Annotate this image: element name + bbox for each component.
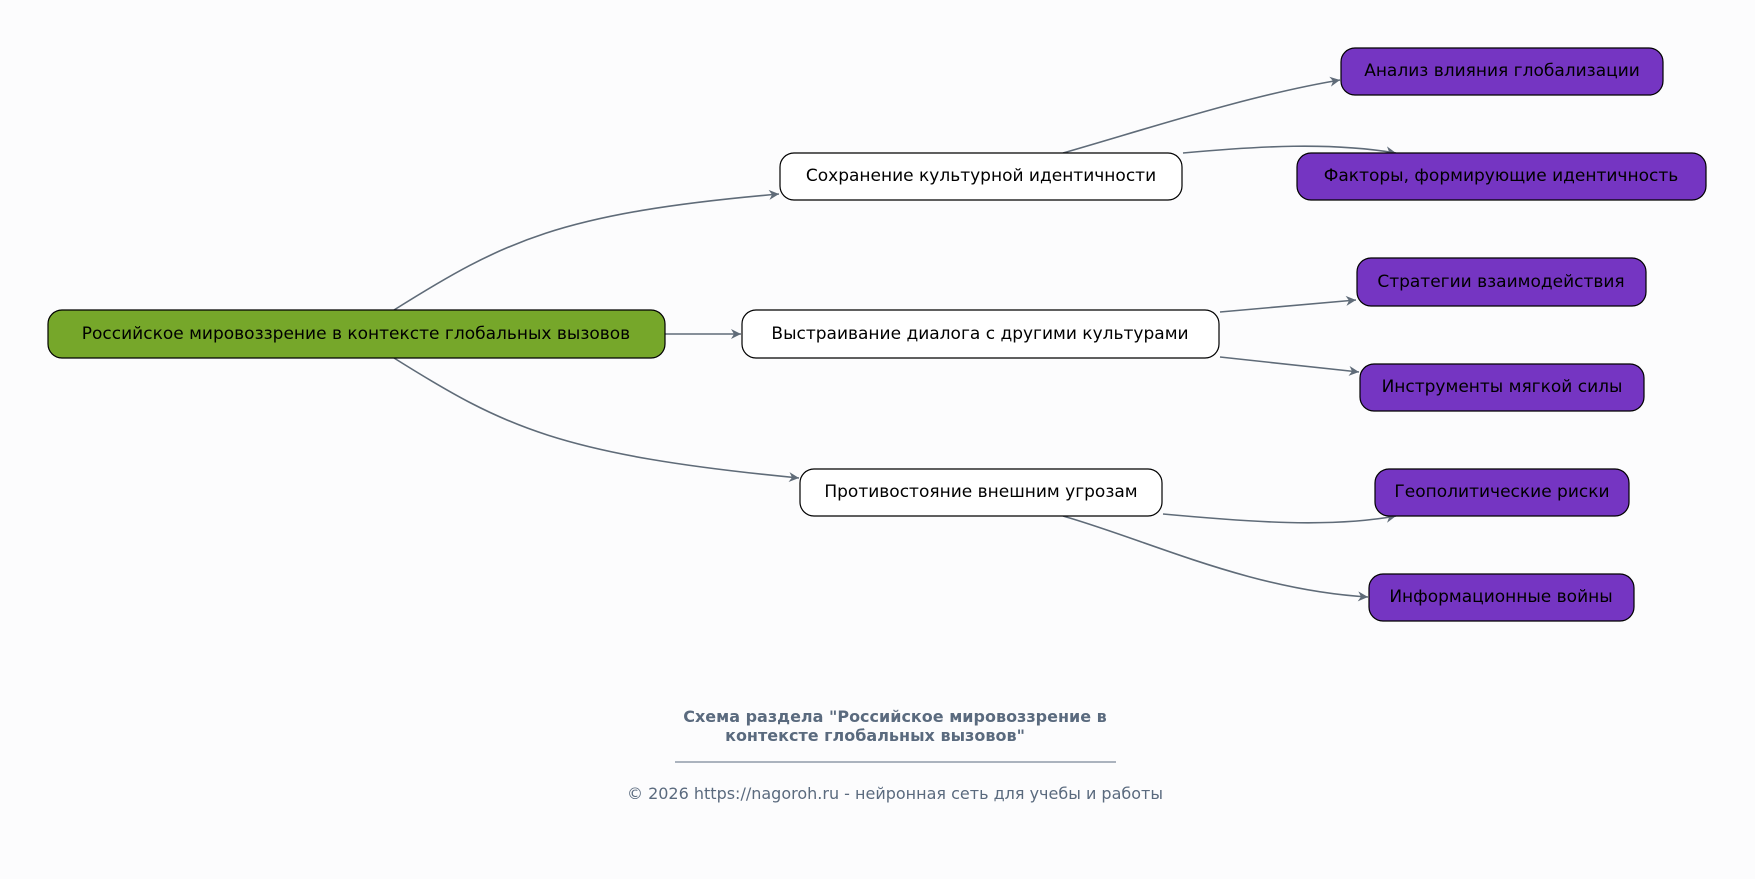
leaf-node[interactable]: Геополитические риски — [1374, 468, 1630, 517]
edge-branch-3-to-leaf-1 — [1162, 512, 1397, 524]
branch-node-label: Противостояние внешним угрозам — [824, 482, 1137, 502]
branch-node-label: Выстраивание диалога с другими культурам… — [771, 324, 1188, 344]
footer-copyright: © 2026 https://nagoroh.ru - нейронная се… — [627, 784, 1163, 803]
leaf-node-label: Информационные войны — [1389, 587, 1612, 607]
branch-node-2[interactable]: Выстраивание диалога с другими культурам… — [741, 309, 1220, 359]
leaf-node[interactable]: Инструменты мягкой силы — [1359, 363, 1645, 412]
leaf-node-label: Стратегии взаимодействия — [1377, 272, 1624, 292]
edge-root-to-branch-3 — [393, 357, 800, 483]
leaf-node[interactable]: Анализ влияния глобализации — [1340, 47, 1664, 96]
footer-title-line-1: Схема раздела "Российское мировоззрение … — [683, 707, 1107, 726]
leaf-node[interactable]: Факторы, формирующие идентичность — [1296, 152, 1707, 201]
edge-branch-1-to-leaf-2 — [1182, 145, 1397, 157]
edge-branch-3-to-leaf-2 — [1062, 515, 1369, 602]
leaf-node[interactable]: Информационные войны — [1368, 573, 1635, 622]
leaf-node-label: Анализ влияния глобализации — [1364, 61, 1640, 81]
root-node[interactable]: Российское мировоззрение в контексте гло… — [47, 309, 666, 359]
edge-branch-1-to-leaf-1 — [1062, 76, 1341, 154]
leaf-node-label: Инструменты мягкой силы — [1382, 377, 1623, 397]
root-node-label: Российское мировоззрение в контексте гло… — [82, 324, 630, 344]
leaf-node-label: Факторы, формирующие идентичность — [1324, 166, 1679, 186]
branch-node-1[interactable]: Сохранение культурной идентичности — [779, 152, 1183, 201]
branch-node-3[interactable]: Противостояние внешним угрозам — [799, 468, 1163, 517]
leaf-node[interactable]: Стратегии взаимодействия — [1356, 257, 1647, 307]
edge-branch-2-to-leaf-1 — [1219, 295, 1357, 313]
edge-branch-2-to-leaf-2 — [1219, 356, 1360, 376]
leaf-node-label: Геополитические риски — [1394, 482, 1609, 502]
footer-title-line-2: контексте глобальных вызовов" — [725, 726, 1025, 745]
edge-root-to-branch-1 — [393, 189, 780, 311]
branch-node-label: Сохранение культурной идентичности — [806, 166, 1156, 186]
